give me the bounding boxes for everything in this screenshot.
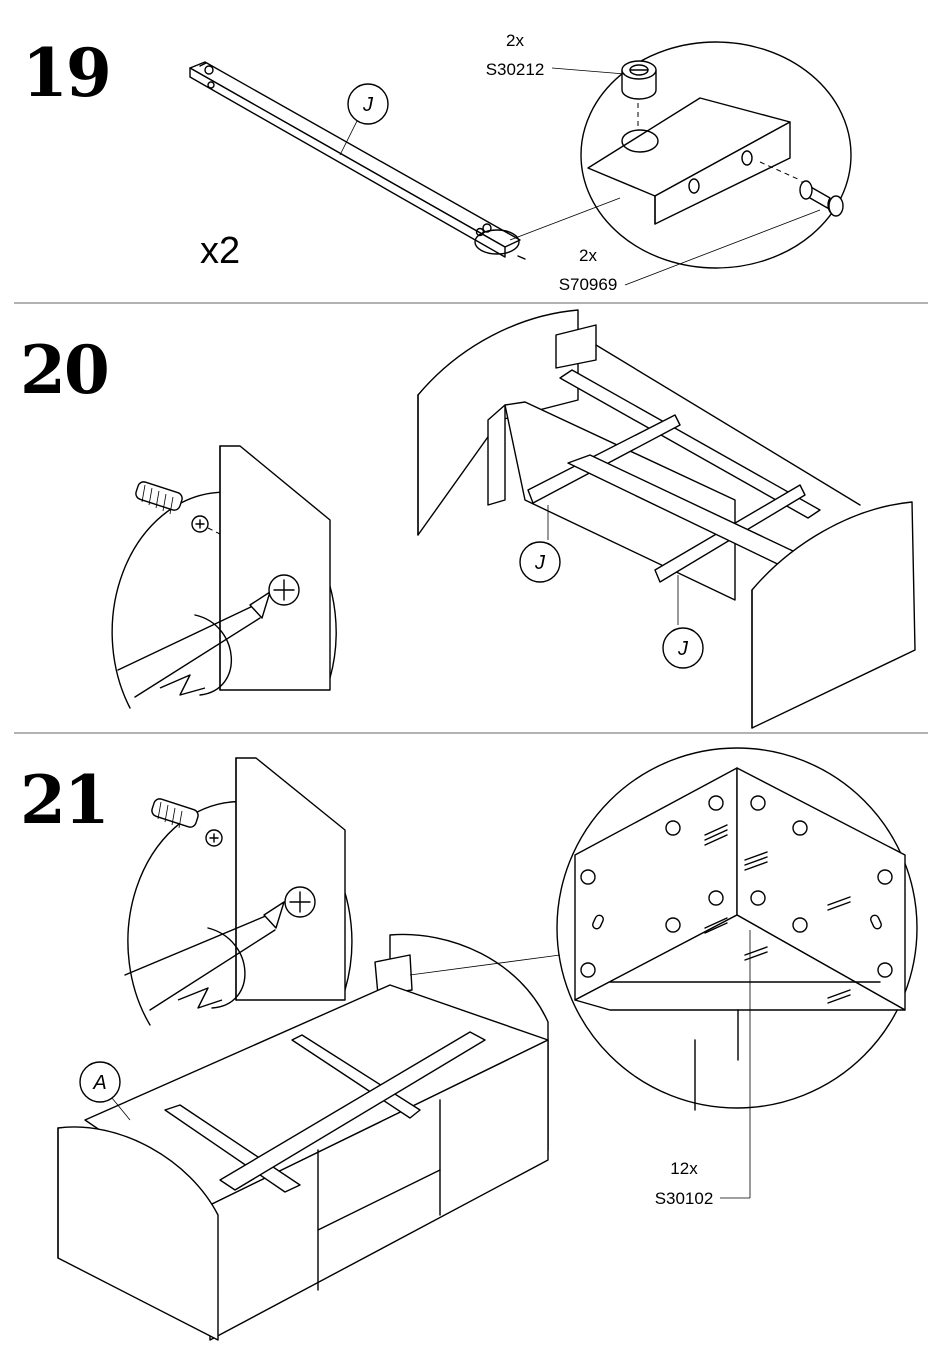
part-a-label: A	[92, 1072, 106, 1094]
step-20: 20	[20, 310, 915, 728]
step-number: 20	[20, 331, 108, 409]
screwdriver-detail	[112, 446, 336, 708]
callout-qty-s30102: 12x	[670, 1159, 698, 1178]
cam-lock-detail	[510, 42, 851, 268]
part-j-label: J	[534, 552, 546, 574]
step-number: 19	[22, 34, 110, 112]
step-19: 19 J x2	[22, 31, 851, 294]
callout-code-s30212: S30212	[486, 60, 545, 79]
screwdriver-detail	[125, 758, 352, 1025]
callout-qty-s30212: 2x	[506, 31, 524, 50]
step-21: 21	[20, 748, 917, 1340]
callout-qty-s70969: 2x	[579, 246, 597, 265]
bed-frame-illustration	[418, 310, 915, 728]
part-j-label-2: J	[677, 638, 689, 660]
part-j-label: J	[362, 94, 374, 116]
quantity-multiplier: x2	[200, 230, 240, 272]
callout-code-s70969: S70969	[559, 275, 618, 294]
step-number: 21	[20, 761, 108, 839]
callout-code-s30102: S30102	[655, 1189, 714, 1208]
